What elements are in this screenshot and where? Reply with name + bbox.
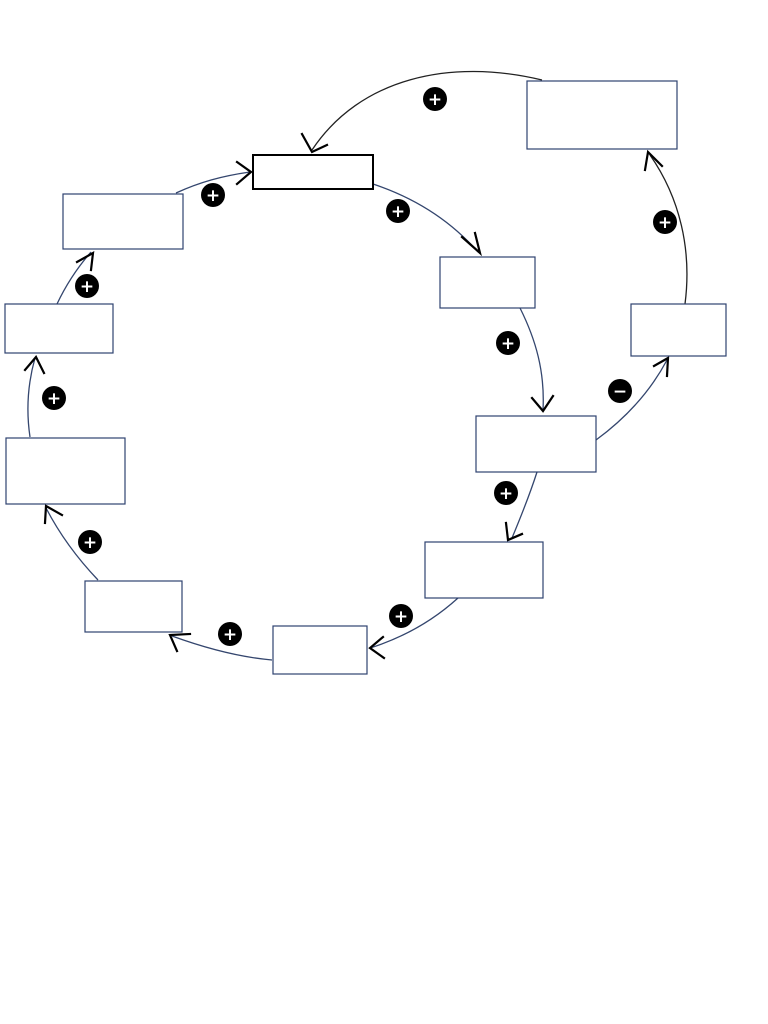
sign-right-2-bottom-right: + (494, 481, 518, 505)
sign-left-2-left-3: + (75, 274, 99, 298)
arrowhead-into-right-2 (530, 394, 555, 413)
sign-left-3-top: + (201, 183, 225, 207)
svg-text:+: + (80, 277, 94, 297)
svg-text:+: + (499, 484, 513, 504)
arrowhead-into-far-right (652, 356, 670, 378)
edge-bottom-right-to-bottom-center (369, 597, 459, 649)
edge-upper-right-to-top (311, 70, 543, 151)
box-top (252, 154, 374, 190)
arrowhead-into-left-2 (23, 355, 46, 375)
svg-text:+: + (501, 334, 515, 354)
arrowhead-into-bottom-right (504, 521, 524, 542)
svg-text:+: + (391, 202, 405, 222)
edge-bottom-left-to-left-1 (45, 507, 99, 581)
signs: + + + − + + + + (42, 87, 677, 646)
box-upper-right (526, 80, 678, 150)
arrowhead-into-bottom-center (368, 635, 386, 660)
connectors (27, 70, 688, 661)
arrowhead-into-top-from-left (235, 160, 253, 186)
sign-top-right-1: + (386, 199, 410, 223)
edge-right-1-to-right-2 (519, 307, 544, 411)
sign-left-1-left-2: + (42, 386, 66, 410)
edge-far-right-to-upper-right (649, 154, 688, 305)
edge-left-1-to-left-2 (27, 357, 36, 438)
sign-upper-right-top: + (423, 87, 447, 111)
box-left-3 (62, 193, 184, 250)
arrowhead-into-upper-right (643, 149, 664, 172)
sign-right-2-far-right: − (608, 379, 632, 403)
arrowhead-into-left-3 (75, 250, 95, 272)
arrowheads (23, 132, 670, 660)
sign-far-right-upper-right: + (653, 210, 677, 234)
box-left-2 (4, 303, 114, 354)
edge-left-3-to-top (175, 171, 251, 194)
svg-text:+: + (206, 186, 220, 206)
edge-right-2-to-far-right (595, 359, 668, 441)
edge-right-2-to-bottom-right (511, 471, 538, 539)
box-far-right (630, 303, 727, 357)
arrowhead-into-left-1 (43, 504, 64, 525)
box-bottom-center (272, 625, 368, 675)
boxes (4, 80, 727, 675)
svg-text:−: − (613, 382, 627, 402)
box-left-1 (5, 437, 126, 505)
svg-text:+: + (47, 389, 61, 409)
box-bottom-right (424, 541, 544, 599)
svg-text:+: + (658, 213, 672, 233)
arrowhead-into-bottom-left (168, 632, 192, 653)
sign-bottom-left-left-1: + (78, 530, 102, 554)
sign-bottom-center-bottom-left: + (218, 622, 242, 646)
arrowhead-into-right-1 (460, 231, 482, 257)
box-right-1 (439, 256, 536, 309)
sign-right-1-right-2: + (496, 331, 520, 355)
sign-bottom-right-bottom-center: + (389, 604, 413, 628)
arrowhead-into-top (300, 132, 329, 154)
svg-text:+: + (428, 90, 442, 110)
box-right-2 (475, 415, 597, 473)
box-bottom-left (84, 580, 183, 633)
svg-text:+: + (394, 607, 408, 627)
svg-text:+: + (83, 533, 97, 553)
edge-bottom-center-to-bottom-left (171, 635, 273, 661)
svg-text:+: + (223, 625, 237, 645)
